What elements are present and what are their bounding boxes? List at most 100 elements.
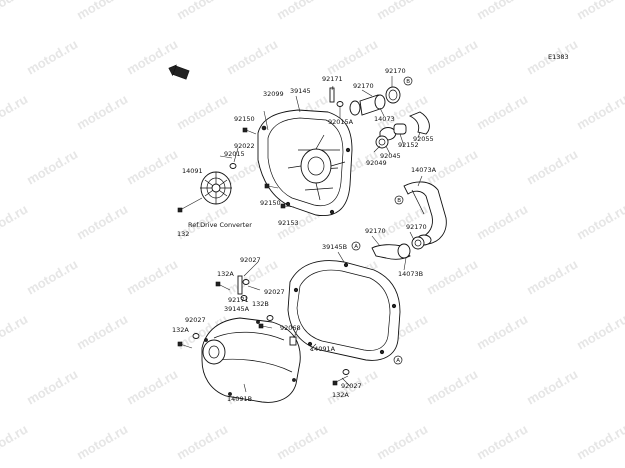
part-label: 14091: [182, 167, 203, 175]
watermark-text: motod.ru: [0, 421, 30, 462]
callout-a-mid: A: [351, 241, 361, 251]
inner-cover-lower: [287, 260, 401, 361]
duct-14073b: [371, 236, 425, 260]
part-label: 14073: [374, 115, 395, 123]
watermark-text: motod.ru: [424, 36, 480, 77]
part-label: 132A: [332, 391, 349, 399]
part-label: 39145A: [224, 305, 250, 313]
part-label: 92153: [278, 219, 299, 227]
watermark-text: motod.ru: [324, 36, 380, 77]
watermark-text: motod.ru: [424, 366, 480, 407]
watermark-text: motod.ru: [74, 201, 130, 242]
watermark-text: motod.ru: [574, 91, 625, 132]
callout-a-label: A: [396, 358, 400, 364]
part-label: 92022: [234, 142, 255, 150]
part-label: 132: [177, 230, 189, 238]
callout-b-label: B: [397, 198, 401, 204]
part-label: 132A: [217, 270, 234, 278]
watermark-text: motod.ru: [124, 256, 180, 297]
part-label: 92171: [228, 296, 249, 304]
part-label: 14091B: [227, 395, 252, 403]
watermark-text: motod.ru: [574, 421, 625, 462]
watermark-text: motod.ru: [24, 256, 80, 297]
watermark-text: motod.ru: [474, 91, 530, 132]
part-label: 92152: [398, 141, 419, 149]
part-label: 92027: [185, 316, 206, 324]
watermark-text: motod.ru: [474, 421, 530, 462]
watermark-text: motod.ru: [174, 0, 230, 23]
part-label: 92170: [365, 227, 386, 235]
part-label: 92150: [234, 115, 255, 123]
outer-cover-lower: [201, 317, 301, 403]
part-label: 92027: [240, 256, 261, 264]
watermark-text: motod.ru: [0, 0, 30, 23]
part-label: 92015: [224, 150, 245, 158]
watermark-text: motod.ru: [474, 0, 530, 23]
watermark-text: motod.ru: [524, 146, 580, 187]
reference-note: Ref.Drive Converter: [188, 221, 252, 229]
watermark-text: motod.ru: [0, 91, 30, 132]
watermark-text: motod.ru: [24, 36, 80, 77]
part-label: 14073A: [411, 166, 437, 174]
watermark-text: motod.ru: [474, 311, 530, 352]
watermark-text: motod.ru: [224, 36, 280, 77]
watermark-text: motod.ru: [524, 366, 580, 407]
watermark-text: motod.ru: [124, 146, 180, 187]
part-label: 92045: [380, 152, 401, 160]
part-label: 92049: [366, 159, 387, 167]
callout-b-label: B: [406, 79, 410, 85]
watermark-text: motod.ru: [74, 0, 130, 23]
fan-14091: [177, 171, 232, 213]
part-label: 92170: [385, 67, 406, 75]
part-label: 92170: [406, 223, 427, 231]
part-label: 92068: [280, 324, 301, 332]
watermark-text: motod.ru: [574, 0, 625, 23]
watermark-text: motod.ru: [74, 311, 130, 352]
callout-b-right: B: [394, 195, 404, 205]
part-label: 92027: [341, 382, 362, 390]
watermark-text: motod.ru: [574, 311, 625, 352]
watermark-text: motod.ru: [474, 201, 530, 242]
watermark-text: motod.ru: [424, 256, 480, 297]
part-label: 92150: [260, 199, 281, 207]
watermark-text: motod.ru: [174, 91, 230, 132]
part-label: 14091A: [310, 345, 336, 353]
part-label: 92170: [353, 82, 374, 90]
part-label: 14073B: [398, 270, 423, 278]
part-label: 132B: [252, 300, 269, 308]
watermark-text: motod.ru: [24, 146, 80, 187]
duct-14073: [349, 86, 430, 149]
watermark-text: motod.ru: [274, 0, 330, 23]
watermark-text: motod.ru: [124, 366, 180, 407]
part-label: 92055: [413, 135, 434, 143]
part-label: 92171: [322, 75, 343, 83]
part-label: 92015A: [328, 118, 354, 126]
watermark-text: motod.ru: [74, 421, 130, 462]
upper-fasteners: [219, 87, 344, 209]
watermark-text: motod.ru: [574, 201, 625, 242]
watermark-text: motod.ru: [0, 311, 30, 352]
part-label: 92027: [264, 288, 285, 296]
part-label: 39145B: [322, 243, 347, 251]
watermark-text: motod.ru: [24, 366, 80, 407]
watermark-text: motod.ru: [174, 421, 230, 462]
watermark-text: motod.ru: [74, 91, 130, 132]
drawing-id: E1383: [548, 53, 569, 61]
watermark-text: motod.ru: [524, 256, 580, 297]
lower-fasteners: [177, 275, 350, 386]
part-label: 132A: [172, 326, 189, 334]
watermark-text: motod.ru: [374, 0, 430, 23]
callout-a-low: A: [393, 355, 403, 365]
leader-lines: [233, 76, 423, 393]
part-label: 32099: [263, 90, 284, 98]
watermark-text: motod.ru: [0, 201, 30, 242]
outer-cover-upper: [257, 109, 353, 217]
part-labels: 92171 92170 92170 32099 39145 92015A 140…: [172, 67, 437, 403]
callout-a-label: A: [354, 244, 358, 250]
callout-b-top: B: [403, 76, 413, 86]
watermark-text: motod.ru: [274, 421, 330, 462]
watermark-text: motod.ru: [374, 421, 430, 462]
front-direction-icon: [168, 64, 190, 80]
